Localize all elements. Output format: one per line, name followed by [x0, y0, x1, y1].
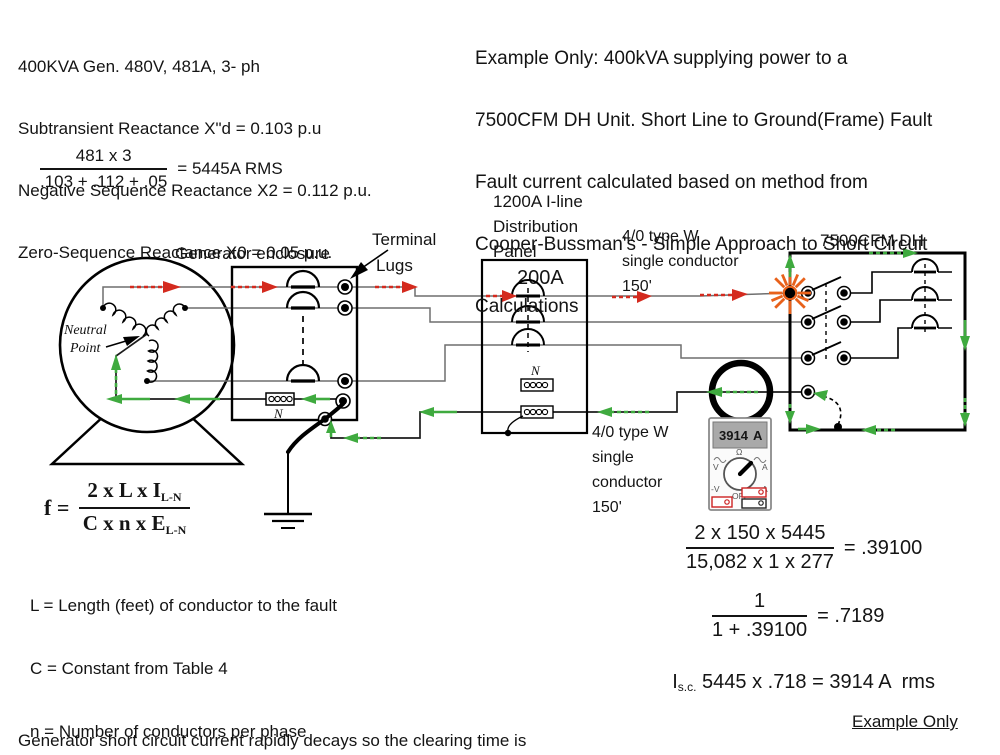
ground-symbol	[264, 512, 312, 529]
panel-n-label: N	[530, 363, 541, 378]
meter-label-vdc: -V	[711, 484, 720, 494]
cond-bottom-1: 4/0 type W	[592, 424, 669, 441]
dh-breaker	[850, 258, 952, 359]
return-current-arrows	[106, 248, 970, 443]
meter-jack-left	[711, 496, 733, 508]
cond-bottom-2: single	[592, 449, 634, 466]
generator-n-label: N	[273, 406, 284, 421]
dh-bond-dot	[834, 423, 842, 431]
isc-result: Is.c. 5445 x .718 = 3914 A rms	[650, 648, 935, 717]
isc-symbol: I	[672, 671, 678, 693]
meter-display	[712, 421, 768, 449]
generator-windings	[100, 302, 188, 384]
variable-definitions: L = Length (feet) of conductor to the fa…	[30, 556, 469, 755]
fraction-denominator: 1 + .39100	[712, 619, 808, 641]
spec-line: Zero-Sequence Reactance X0 = 0.05 p.u.	[18, 243, 333, 262]
meter-display-value: 3914	[719, 428, 749, 443]
cond-top-3: 150'	[622, 278, 652, 295]
panel-label-2: Distribution	[493, 217, 578, 236]
definition-line: C = Constant from Table 4	[30, 659, 228, 678]
fraction-numerator: 481 x 3	[40, 146, 168, 170]
formula-fraction: 2 x L x IL-N C x n x EL-N	[79, 478, 190, 538]
example-description: Example Only: 400kVA supplying power to …	[475, 10, 932, 356]
spec-line: Subtransient Reactance X"d = 0.103 p.u	[18, 119, 322, 138]
multiplier-calculation: 1 1 + .39100 = .7189	[712, 590, 884, 642]
fraction-denominator: 15,082 x 1 x 277	[686, 551, 834, 573]
fraction: 1 1 + .39100	[712, 590, 808, 642]
formula-denominator: C x n x EL-N	[82, 511, 187, 537]
panel-label-3: Panel	[493, 242, 536, 261]
neutral-point-pointer	[105, 336, 140, 348]
isc-subscript: s.c.	[677, 680, 697, 694]
formula-numerator: 2 x L x IL-N	[79, 478, 190, 509]
spec-line: Negative Sequence Reactance X2 = 0.112 p…	[18, 181, 372, 200]
neutral-point-label-2: Point	[69, 341, 101, 356]
ground-conductor	[286, 402, 345, 514]
distribution-panel-box	[480, 258, 589, 435]
generator-enclosure-label: Generator enclosure	[175, 244, 330, 263]
meter-label-off: OFF	[732, 491, 749, 501]
fraction: 2 x 150 x 5445 15,082 x 1 x 277	[686, 522, 834, 574]
isc-equation: 5445 x .718 = 3914 A rms	[696, 671, 935, 693]
meter-jack-right-top	[741, 487, 767, 498]
f-calculation: 2 x 150 x 5445 15,082 x 1 x 277 = .39100	[686, 522, 922, 574]
meter-label-ohm: Ω	[736, 447, 742, 457]
phase-c-wire	[147, 344, 803, 382]
formula-lhs: f =	[44, 495, 70, 520]
terminal-lugs-label-1: Terminal	[372, 230, 436, 249]
footer-line: Generator short circuit current rapidly …	[18, 731, 527, 750]
return-wire-left	[330, 411, 482, 439]
bolted-fault-calc: 481 x 3 .103 + .112 + .05 = 5445A RMS	[40, 146, 283, 192]
dh-disconnect-switch	[800, 276, 852, 400]
terminal-lugs-label-2: Lugs	[376, 256, 413, 275]
generator-breaker	[285, 269, 321, 383]
cond-bottom-4: 150'	[592, 499, 622, 516]
description-line: Example Only: 400kVA supplying power to …	[475, 48, 848, 69]
clamp-meter: 3914 A V Ω A -V OFF A	[708, 359, 774, 511]
generator-specs: 400KVA Gen. 480V, 481A, 3- ph Subtransie…	[18, 18, 372, 302]
cond-bottom-3: conductor	[592, 474, 663, 491]
generator-enclosure-box	[230, 265, 359, 422]
panel-neutral-bus	[504, 378, 554, 437]
fault-burst-icon	[769, 272, 811, 314]
fault-current-arrows	[130, 281, 748, 303]
definition-line: L = Length (feet) of conductor to the fa…	[30, 596, 337, 615]
fraction-denominator: .103 + .112 + .05	[40, 172, 168, 191]
fraction-result: = .39100	[843, 536, 923, 559]
panel-label-1: 1200A I-line	[493, 192, 583, 211]
generator-neutral-ct	[265, 392, 295, 406]
meter-label-a: A	[762, 462, 768, 472]
panel-rating: 200A	[517, 267, 564, 289]
meter-dial-knob	[737, 460, 754, 477]
dh-unit-title: 7500CFM DH	[820, 231, 924, 250]
description-line: Fault current calculated based on method…	[475, 172, 868, 193]
cond-top-1: 4/0 type W	[622, 228, 699, 245]
generator-stand	[48, 413, 246, 466]
meter-jack-right-bottom	[741, 498, 767, 509]
terminal-lugs-pointer	[350, 249, 389, 279]
fraction-numerator: 2 x 150 x 5445	[686, 522, 834, 549]
cond-top-2: single conductor	[622, 253, 739, 270]
description-line: 7500CFM DH Unit. Short Line to Ground(Fr…	[475, 110, 933, 131]
fraction-result: = 5445A RMS	[177, 159, 283, 178]
meter-label-v: V	[713, 462, 719, 472]
fraction: 481 x 3 .103 + .112 + .05	[40, 146, 168, 192]
description-line: Cooper-Bussman's - Simple Approach to Sh…	[475, 234, 928, 255]
fraction-result: = .7189	[817, 604, 885, 627]
f-factor-formula: f = 2 x L x IL-N C x n x EL-N	[44, 478, 190, 538]
description-line: Calculations	[475, 296, 579, 317]
meter-display-unit: A	[753, 428, 763, 443]
spec-line: 400KVA Gen. 480V, 481A, 3- ph	[18, 57, 260, 76]
definition-line: n = Number of conductors per phase	[30, 722, 307, 741]
terminal-lugs	[317, 279, 353, 427]
panel-breakers	[511, 279, 545, 352]
neutral-point-label-1: Neutral	[63, 323, 107, 338]
fraction-numerator: 1	[712, 590, 808, 617]
example-only-label: Example Only	[852, 712, 958, 731]
footer-note: Generator short circuit current rapidly …	[18, 692, 618, 755]
